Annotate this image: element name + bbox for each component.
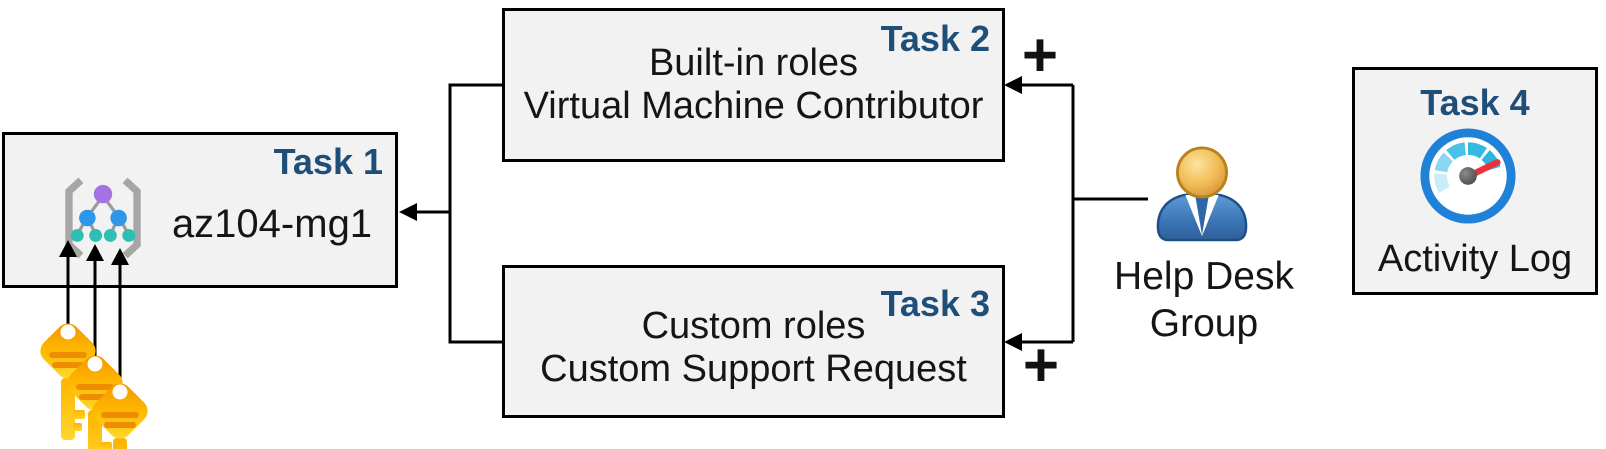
task1-label: Task 1 xyxy=(273,141,383,182)
task3-box: Task 3 Custom roles Custom Support Reque… xyxy=(502,265,1005,418)
task1-box: Task 1 az104-mg1 xyxy=(2,132,398,288)
help-desk-group-line1: Help Desk xyxy=(1114,255,1294,298)
task2-label: Task 2 xyxy=(880,18,990,59)
key-icon xyxy=(85,376,155,449)
management-group-name: az104-mg1 xyxy=(171,202,373,246)
task2-box: Task 2 Built-in roles Virtual Machine Co… xyxy=(502,8,1005,162)
task4-box: Task 4 Activity Log xyxy=(1352,67,1598,295)
task4-caption: Activity Log xyxy=(1377,238,1573,280)
person-icon xyxy=(1156,146,1248,242)
management-group-icon xyxy=(65,177,141,259)
left-bracket-connector xyxy=(448,83,502,344)
task4-label: Task 4 xyxy=(1420,82,1530,123)
task3-role-name: Custom Support Request xyxy=(540,347,967,390)
task3-role-type: Custom roles xyxy=(641,304,866,347)
help-desk-group-label: Help Desk Group xyxy=(1104,253,1304,347)
plus-sign-bottom: + xyxy=(1022,331,1060,400)
task2-role-type: Built-in roles xyxy=(648,42,859,84)
help-desk-group-line2: Group xyxy=(1149,302,1259,345)
plus-sign-top: + xyxy=(1021,21,1059,90)
task2-role-name: Virtual Machine Contributor xyxy=(523,85,984,127)
gauge-icon xyxy=(1420,128,1516,224)
arrowhead-task1 xyxy=(399,203,417,221)
task3-label: Task 3 xyxy=(880,283,990,324)
